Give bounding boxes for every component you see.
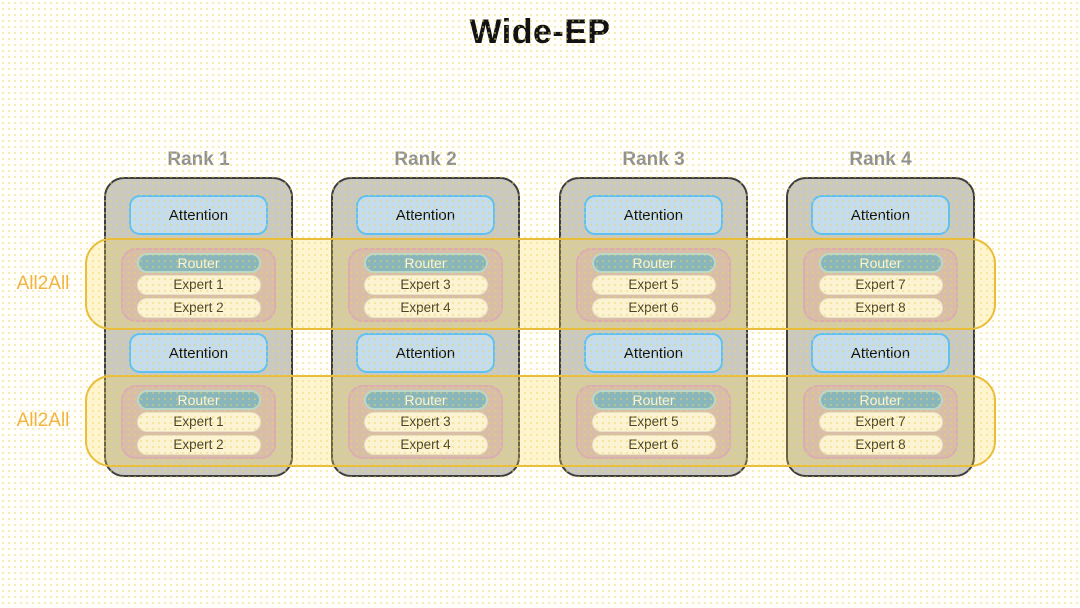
all2all-label-bottom: All2All — [16, 410, 70, 431]
attention-block: Attention — [129, 195, 268, 235]
router-pill: Router — [818, 389, 943, 410]
expert-pill: Expert 3 — [363, 275, 488, 295]
diagram-title: Wide-EP — [469, 13, 611, 51]
rank-4-box: Attention Router Expert 7 Expert 8 Atten… — [786, 177, 975, 477]
all2all-band-bottom — [85, 375, 996, 467]
moe-group: Router Expert 7 Expert 8 — [803, 385, 958, 459]
moe-group: Router Expert 1 Expert 2 — [121, 385, 276, 459]
router-pill: Router — [591, 389, 716, 410]
expert-pill: Expert 7 — [818, 275, 943, 295]
attention-block: Attention — [811, 333, 950, 373]
router-pill: Router — [363, 389, 488, 410]
attention-block: Attention — [811, 195, 950, 235]
expert-pill: Expert 4 — [363, 297, 488, 318]
expert-pill: Expert 7 — [818, 412, 943, 432]
router-pill: Router — [591, 252, 716, 273]
expert-pill: Expert 5 — [591, 412, 716, 432]
router-pill: Router — [818, 252, 943, 273]
moe-group: Router Expert 3 Expert 4 — [348, 248, 503, 322]
rank-3-label: Rank 3 — [622, 149, 685, 170]
router-pill: Router — [363, 252, 488, 273]
attention-block: Attention — [129, 333, 268, 373]
expert-pill: Expert 2 — [136, 297, 261, 318]
expert-pill: Expert 5 — [591, 275, 716, 295]
expert-pill: Expert 8 — [818, 297, 943, 318]
rank-4-label: Rank 4 — [849, 149, 912, 170]
rank-1-box: Attention Router Expert 1 Expert 2 Atten… — [104, 177, 293, 477]
moe-group: Router Expert 5 Expert 6 — [576, 385, 731, 459]
attention-block: Attention — [584, 195, 723, 235]
moe-group: Router Expert 1 Expert 2 — [121, 248, 276, 322]
expert-pill: Expert 6 — [591, 434, 716, 455]
expert-pill: Expert 1 — [136, 412, 261, 432]
expert-pill: Expert 8 — [818, 434, 943, 455]
moe-group: Router Expert 3 Expert 4 — [348, 385, 503, 459]
rank-2-label: Rank 2 — [394, 149, 457, 170]
expert-pill: Expert 2 — [136, 434, 261, 455]
attention-block: Attention — [584, 333, 723, 373]
rank-3-box: Attention Router Expert 5 Expert 6 Atten… — [559, 177, 748, 477]
attention-block: Attention — [356, 195, 495, 235]
router-pill: Router — [136, 252, 261, 273]
expert-pill: Expert 4 — [363, 434, 488, 455]
rank-2-box: Attention Router Expert 3 Expert 4 Atten… — [331, 177, 520, 477]
attention-block: Attention — [356, 333, 495, 373]
rank-1-label: Rank 1 — [167, 149, 230, 170]
all2all-label-top: All2All — [16, 273, 70, 294]
expert-pill: Expert 3 — [363, 412, 488, 432]
expert-pill: Expert 6 — [591, 297, 716, 318]
expert-pill: Expert 1 — [136, 275, 261, 295]
moe-group: Router Expert 7 Expert 8 — [803, 248, 958, 322]
all2all-band-top — [85, 238, 996, 330]
router-pill: Router — [136, 389, 261, 410]
moe-group: Router Expert 5 Expert 6 — [576, 248, 731, 322]
